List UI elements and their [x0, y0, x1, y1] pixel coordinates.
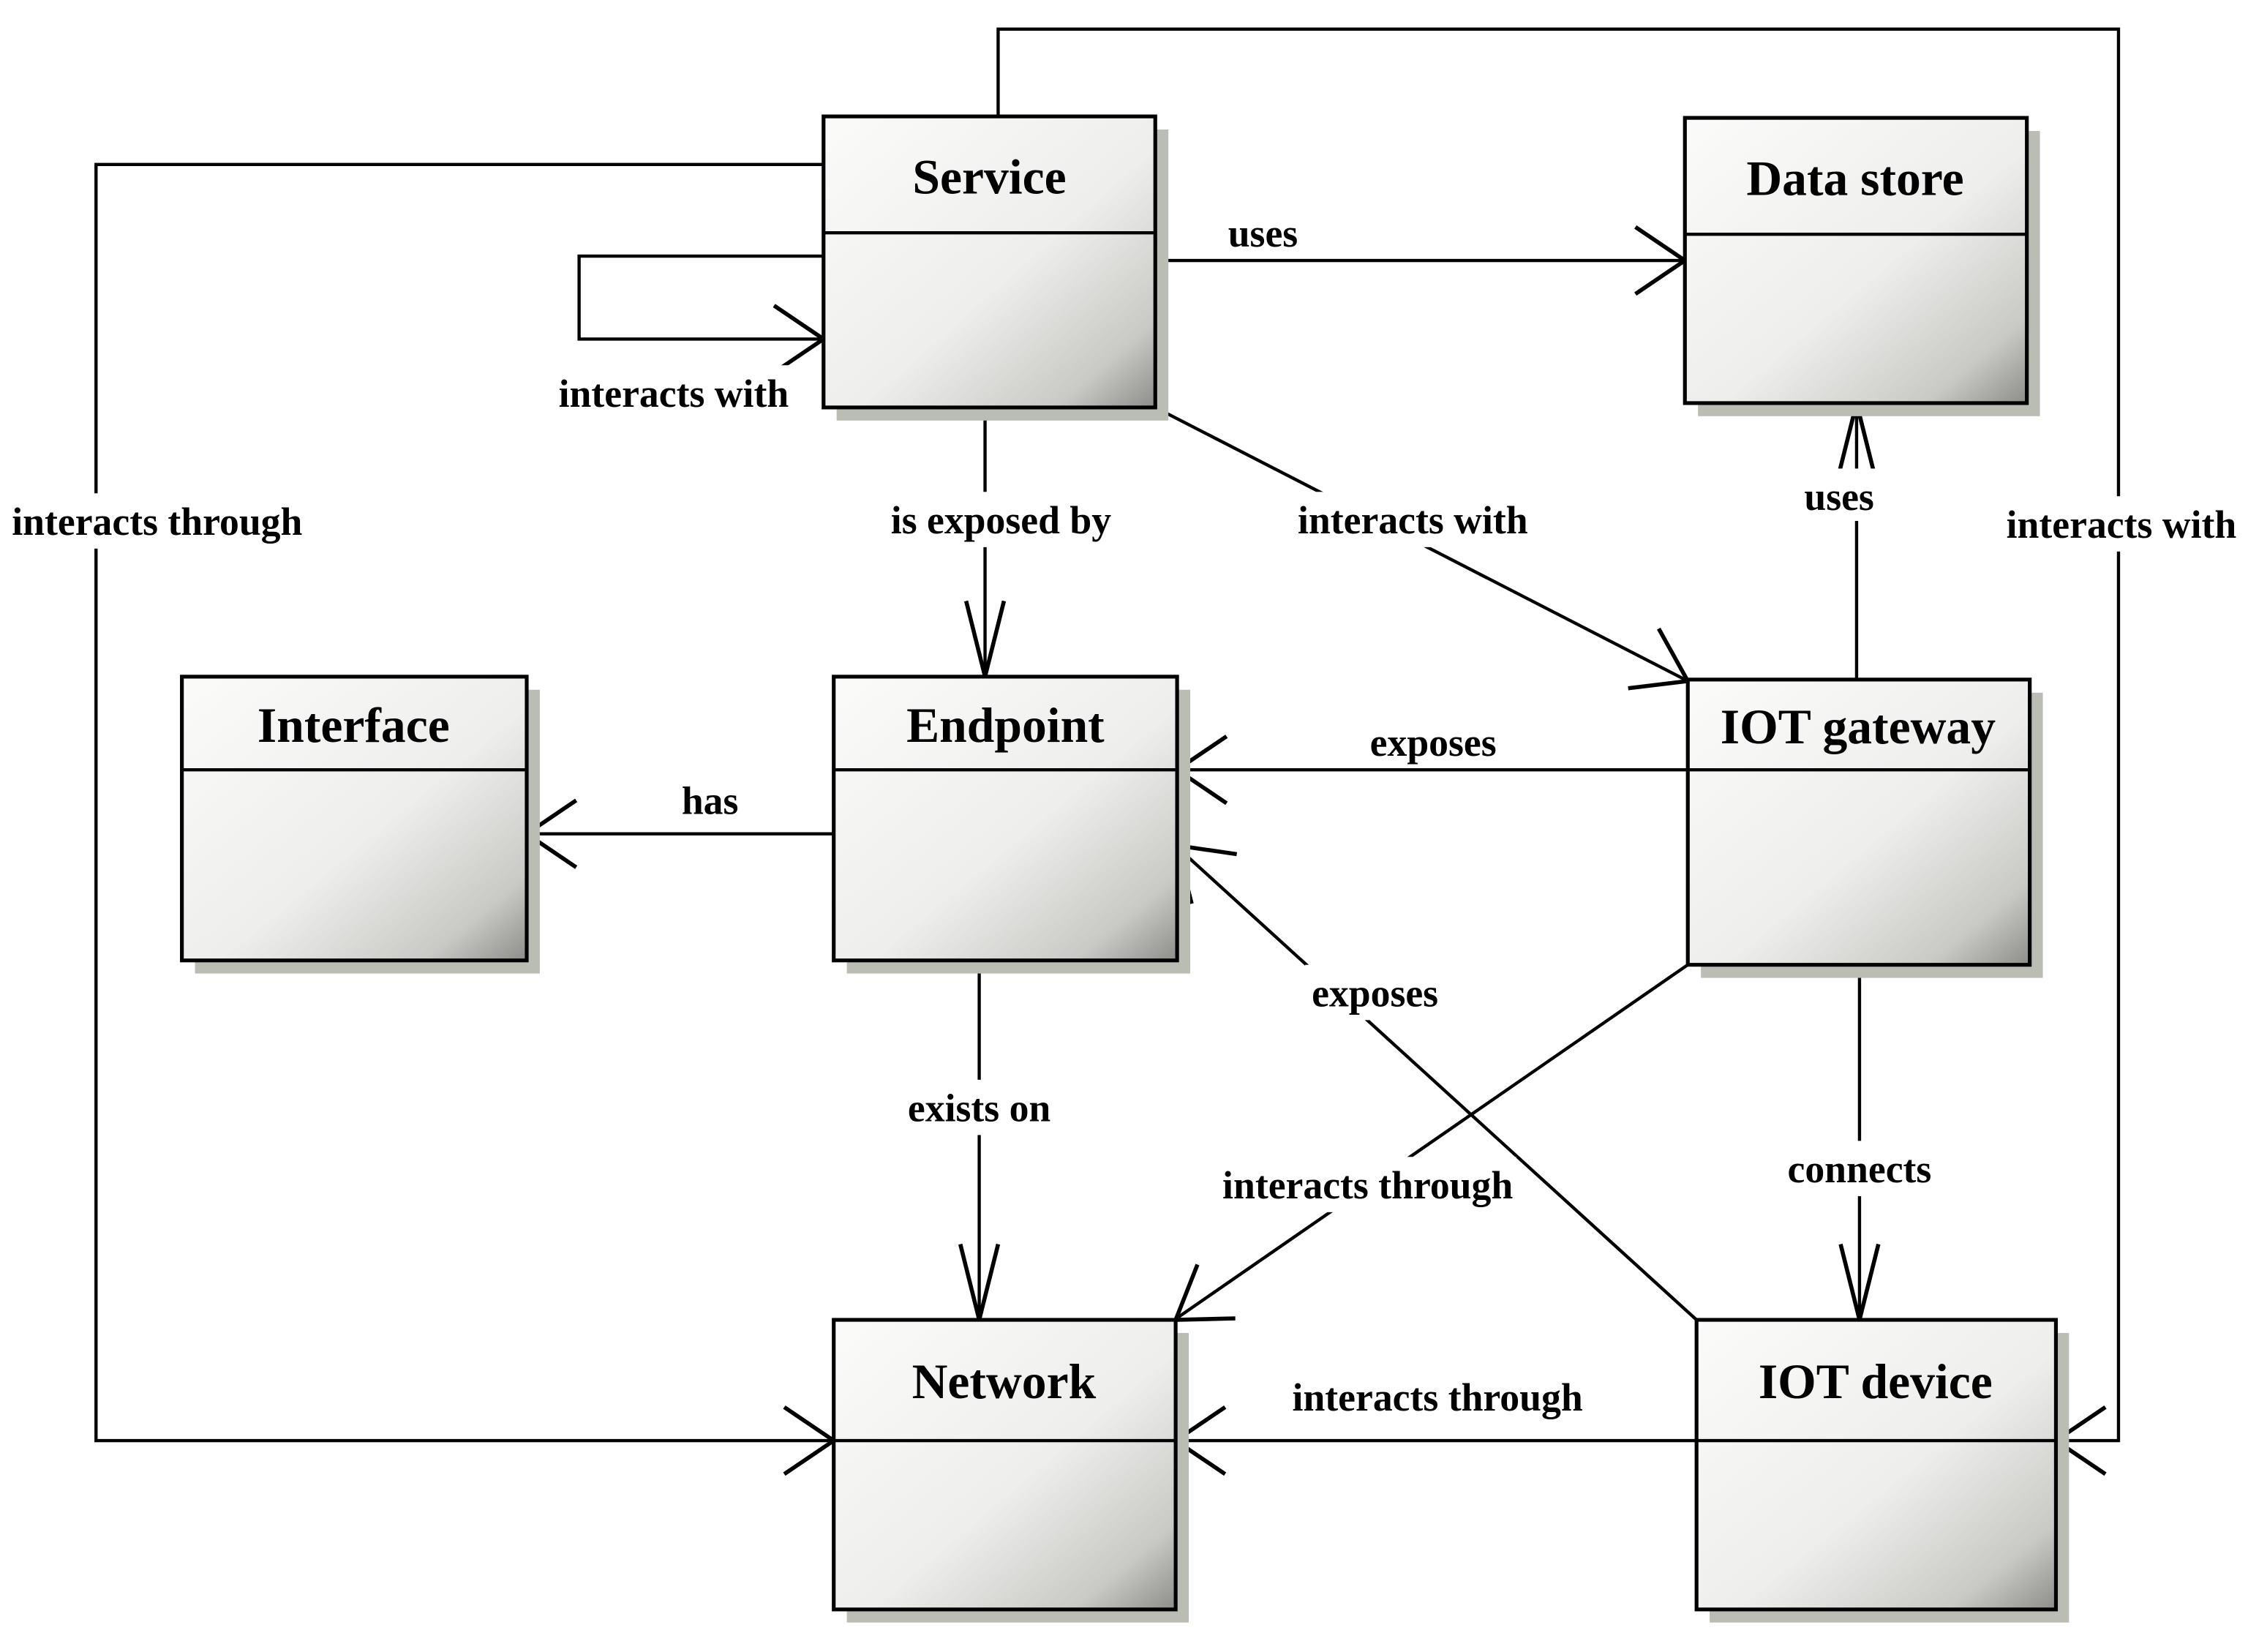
edge-label-is-exposed-by: is exposed by	[886, 492, 1116, 547]
svg-text:interacts through: interacts through	[1222, 1163, 1513, 1207]
svg-text:uses: uses	[1804, 475, 1873, 519]
edge-label-interacts-through-diag: interacts through	[1219, 1157, 1516, 1212]
edge-label-has: has	[674, 774, 745, 827]
svg-text:is exposed by: is exposed by	[891, 498, 1111, 542]
arrowhead-into-gateway-corner	[1628, 627, 1691, 691]
node-title-interface: Interface	[257, 698, 450, 753]
node-gateway: IOT gateway	[1685, 677, 2043, 978]
edge-device-endpoint	[1177, 846, 1698, 1321]
edge-service-self-loop	[577, 254, 824, 341]
node-title-gateway: IOT gateway	[1721, 699, 1996, 754]
node-title-device: IOT device	[1759, 1354, 1993, 1409]
svg-text:uses: uses	[1228, 211, 1298, 255]
svg-text:interacts through: interacts through	[12, 500, 302, 544]
edge-label-interacts-with-self: interacts with	[548, 365, 799, 421]
edge-label-uses-service-datastore: uses	[1220, 205, 1306, 258]
edge-label-exposes-horizontal: exposes	[1363, 716, 1503, 766]
edge-label-interacts-through-left: interacts through	[8, 493, 306, 549]
node-datastore: Data store	[1683, 116, 2040, 416]
node-service: Service	[822, 114, 1169, 421]
node-title-datastore: Data store	[1746, 151, 1963, 206]
edge-label-connects: connects	[1782, 1141, 1937, 1196]
node-network: Network	[832, 1318, 1189, 1623]
svg-text:interacts with: interacts with	[559, 372, 789, 416]
edge-service-device	[996, 27, 2121, 1443]
svg-text:interacts through: interacts through	[1293, 1375, 1583, 1419]
svg-text:has: has	[682, 779, 739, 823]
node-title-network: Network	[912, 1354, 1097, 1409]
svg-text:exposes: exposes	[1370, 721, 1497, 765]
svg-text:exposes: exposes	[1312, 971, 1438, 1015]
node-title-endpoint: Endpoint	[906, 698, 1105, 753]
svg-text:interacts with: interacts with	[1298, 498, 1528, 542]
edge-service-network	[94, 162, 834, 1443]
edge-label-interacts-with-right: interacts with	[1996, 496, 2247, 552]
node-interface: Interface	[180, 675, 540, 974]
node-title-service: Service	[912, 149, 1066, 204]
edge-label-uses-gateway-datastore: uses	[1797, 468, 1882, 522]
edge-label-interacts-with-diag: interacts with	[1287, 492, 1538, 547]
svg-text:exists on: exists on	[908, 1086, 1051, 1130]
edge-label-interacts-through-bottom: interacts through	[1289, 1369, 1587, 1425]
edge-label-exists-on: exists on	[899, 1079, 1059, 1135]
edge-label-exposes-diag: exposes	[1305, 964, 1446, 1021]
node-endpoint: Endpoint	[832, 675, 1190, 974]
svg-text:connects: connects	[1788, 1147, 1932, 1191]
svg-text:interacts with: interacts with	[2007, 503, 2237, 547]
node-device: IOT device	[1694, 1318, 2070, 1623]
edge-gateway-network	[1177, 963, 1689, 1318]
